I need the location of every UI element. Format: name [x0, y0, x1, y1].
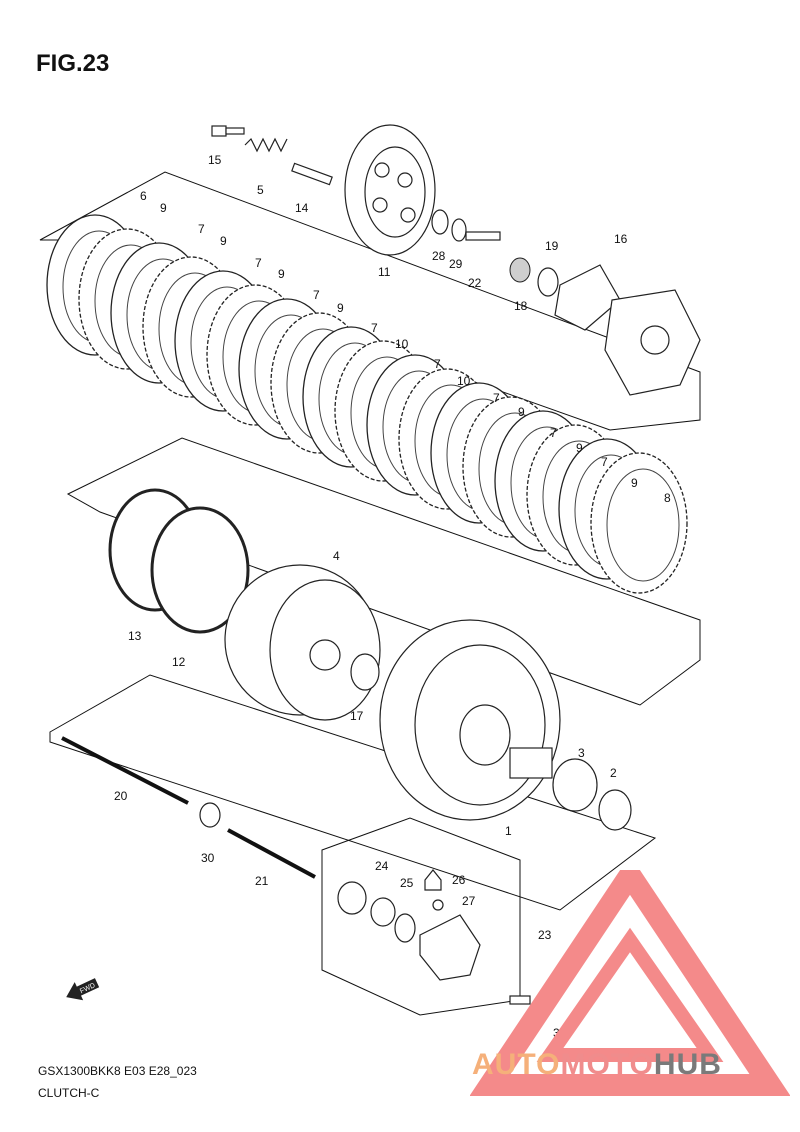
section-name: CLUTCH-C — [38, 1086, 100, 1100]
bearing-part — [451, 218, 467, 242]
callout-7b: 7 — [255, 256, 262, 270]
callout-7c: 7 — [313, 288, 320, 302]
push-pin-part — [291, 162, 333, 186]
washer-part — [431, 209, 449, 235]
callout-9d: 9 — [337, 301, 344, 315]
callout-26: 26 — [452, 873, 466, 887]
watermark-text: AUTOMOTOHUB — [472, 1048, 722, 1082]
callout-8: 8 — [664, 491, 671, 505]
thrust-washer-2-part — [598, 789, 632, 831]
callout-14: 14 — [295, 201, 309, 215]
callout-16: 16 — [614, 232, 628, 246]
callout-10a: 10 — [395, 337, 409, 351]
callout-9e: 9 — [518, 405, 525, 419]
callout-15: 15 — [208, 153, 222, 167]
callout-13: 13 — [128, 629, 142, 643]
thrust-washer-part — [350, 653, 380, 691]
callout-23: 23 — [538, 928, 552, 942]
callout-9c: 9 — [278, 267, 285, 281]
slave-cylinder-body-part — [419, 914, 481, 981]
callout-25: 25 — [400, 876, 414, 890]
callout-7f: 7 — [493, 391, 500, 405]
clutch-hub-part — [224, 564, 381, 721]
spring-washer-part — [150, 506, 250, 634]
callout-30: 30 — [201, 851, 215, 865]
model-code: GSX1300BKK8 E03 E28_023 — [38, 1064, 197, 1078]
callout-21: 21 — [255, 874, 269, 888]
needle-bearing-part — [552, 758, 598, 812]
callout-7a: 7 — [198, 222, 205, 236]
watermark-auto: AUTO — [472, 1048, 561, 1081]
cylinder-bolt-part — [509, 995, 531, 1005]
callout-20: 20 — [114, 789, 128, 803]
callout-11: 11 — [378, 265, 391, 279]
spacer-part — [509, 747, 553, 779]
slave-spring-part — [394, 913, 416, 943]
watermark-moto: MOTO — [560, 1048, 654, 1081]
rod-washer-part — [199, 802, 221, 828]
piston-part — [337, 881, 367, 915]
callout-9g: 9 — [631, 476, 638, 490]
callout-9a: 9 — [160, 201, 167, 215]
callout-7e: 7 — [434, 357, 441, 371]
spring-part — [244, 137, 288, 153]
callout-1: 1 — [505, 824, 512, 838]
callout-2: 2 — [610, 766, 617, 780]
callout-24: 24 — [375, 859, 389, 873]
callout-7h: 7 — [601, 455, 608, 469]
callout-18: 18 — [514, 299, 528, 313]
clutch-plate-inner — [606, 468, 680, 582]
bolt-part — [211, 125, 245, 137]
clutch-plate-stack — [46, 214, 688, 594]
nut-part — [509, 257, 531, 283]
callout-19: 19 — [545, 239, 559, 253]
clutch-plate — [590, 452, 688, 594]
callout-10b: 10 — [457, 374, 471, 388]
push-rod-part — [61, 736, 189, 805]
bleeder-valve-part — [424, 869, 442, 891]
callout-3: 3 — [578, 746, 585, 760]
figure-title: FIG.23 — [36, 50, 110, 77]
basket-frame — [49, 674, 657, 911]
callout-4: 4 — [333, 549, 340, 563]
clutch-basket-part — [379, 619, 561, 821]
watermark-logo — [470, 870, 790, 1096]
seal-part — [370, 897, 396, 927]
callout-22: 22 — [468, 276, 482, 290]
lock-washer-part — [537, 267, 559, 297]
fwd-arrow-icon: FWD — [66, 978, 100, 1001]
callout-29: 29 — [449, 257, 463, 271]
callout-5: 5 — [257, 183, 264, 197]
rings-frame — [66, 437, 701, 706]
callout-9f: 9 — [576, 441, 583, 455]
pressure-plate-part — [344, 124, 436, 256]
push-rod-2-part — [227, 828, 316, 879]
callout-17: 17 — [350, 709, 364, 723]
callout-28: 28 — [432, 249, 446, 263]
damper-part — [554, 264, 701, 396]
callout-12: 12 — [172, 655, 186, 669]
fwd-label: FWD — [79, 982, 96, 995]
callout-27: 27 — [462, 894, 476, 908]
callout-7d: 7 — [371, 321, 378, 335]
watermark-hub: HUB — [653, 1048, 722, 1081]
cap-part — [432, 899, 444, 911]
callout-9b: 9 — [220, 234, 227, 248]
callout-7g: 7 — [550, 426, 557, 440]
callout-6: 6 — [140, 189, 147, 203]
push-piece-part — [465, 231, 501, 241]
